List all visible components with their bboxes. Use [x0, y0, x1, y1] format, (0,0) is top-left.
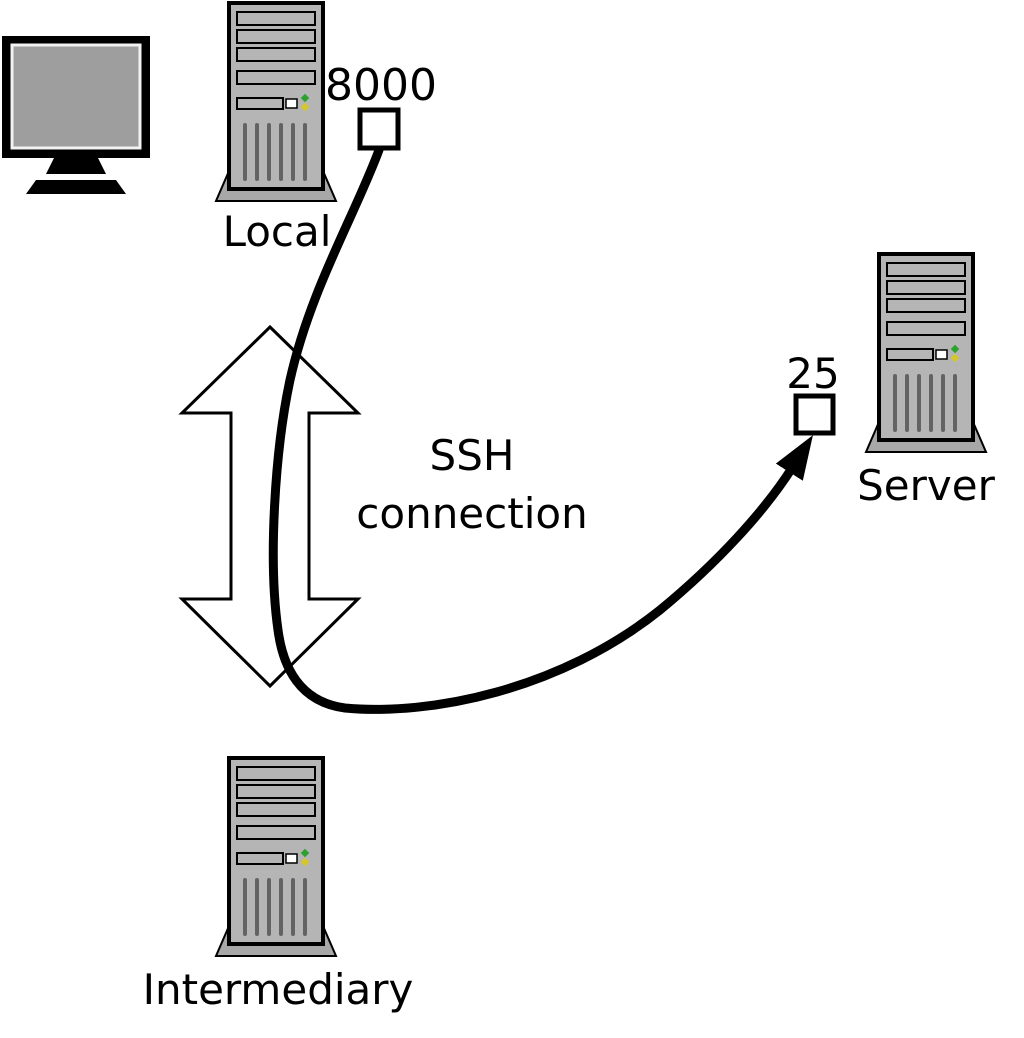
server-port-label: 25	[786, 349, 839, 398]
intermediary-tower-icon	[214, 756, 338, 958]
intermediary-label: Intermediary	[143, 965, 414, 1014]
ssh-connection-label-line2: connection	[356, 489, 587, 538]
tunnel-curve	[268, 145, 813, 714]
local-tower-icon	[214, 1, 338, 203]
local-label: Local	[223, 207, 332, 256]
ssh-connection-label-line1: SSH	[430, 431, 515, 480]
ssh-double-arrow	[178, 324, 362, 689]
server-port-box	[793, 393, 836, 436]
server-label: Server	[857, 461, 995, 510]
server-tower-icon	[864, 252, 988, 454]
monitor-icon	[0, 34, 152, 196]
local-port-box	[357, 107, 401, 151]
local-port-label: 8000	[325, 60, 437, 111]
